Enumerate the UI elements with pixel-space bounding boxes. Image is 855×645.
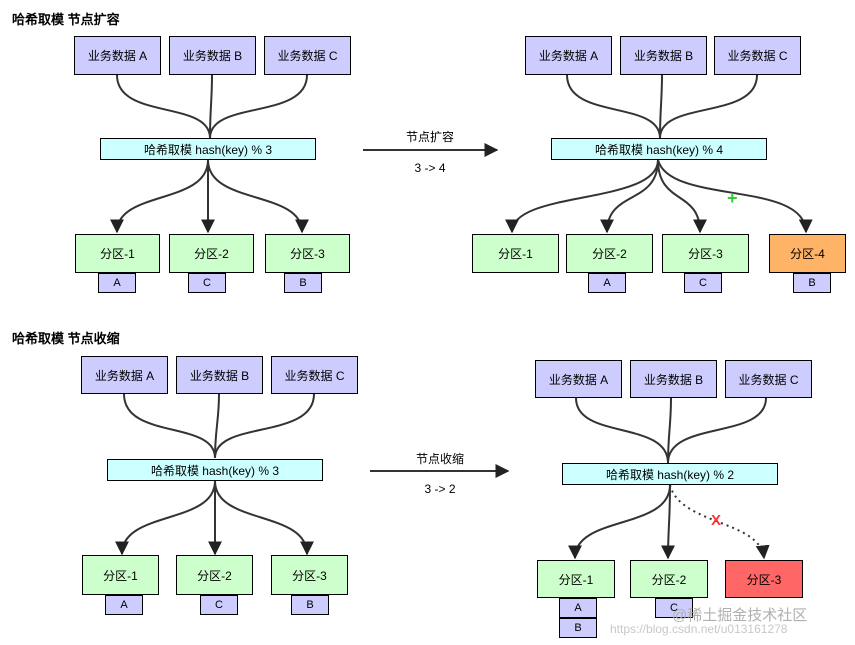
transition-count: 3 -> 2 — [424, 482, 456, 496]
connector — [505, 159, 659, 234]
section-title-expand: 哈希取模 节点扩容 — [12, 12, 120, 27]
hash-box: 哈希取模 hash(key) % 3 — [100, 138, 316, 160]
data-tag: C — [655, 598, 693, 618]
data-box-b: 业务数据 B — [169, 36, 256, 75]
connector — [669, 484, 770, 560]
connector — [207, 159, 309, 234]
partition-2: 分区-2 — [169, 234, 254, 273]
connector — [115, 480, 216, 556]
partition-1: 分区-1 — [472, 234, 559, 273]
added-plus-mark: + — [727, 188, 738, 208]
watermark-brand: @稀土掘金技术社区 — [672, 607, 808, 624]
data-box-c: 业务数据 C — [714, 36, 801, 75]
partition-3-removed: 分区-3 — [725, 560, 803, 598]
data-tag: A — [559, 598, 597, 618]
hash-box: 哈希取模 hash(key) % 3 — [107, 459, 323, 481]
data-tag: A — [98, 273, 136, 293]
data-box-b: 业务数据 B — [630, 360, 717, 398]
data-box-b: 业务数据 B — [176, 356, 263, 394]
removed-x-mark: X — [711, 512, 722, 529]
data-box-c: 业务数据 C — [271, 356, 358, 394]
data-tag: C — [200, 595, 238, 615]
connector — [116, 74, 211, 139]
connector — [123, 393, 216, 459]
connector — [214, 393, 220, 459]
watermark-url: https://blog.csdn.net/u013161278 — [610, 622, 788, 636]
connector — [209, 74, 213, 139]
data-box-b: 业务数据 B — [620, 36, 707, 75]
connector — [661, 484, 676, 560]
partition-2: 分区-2 — [630, 560, 708, 598]
connector — [657, 159, 813, 234]
data-tag: C — [188, 273, 226, 293]
hash-box: 哈希取模 hash(key) % 2 — [562, 463, 778, 485]
data-tag: B — [291, 595, 329, 615]
data-tag: A — [588, 273, 626, 293]
transition-label: 节点收缩 — [415, 452, 464, 466]
data-tag: B — [284, 273, 322, 293]
data-tag: B — [559, 618, 597, 638]
connector — [566, 74, 661, 139]
partition-1: 分区-1 — [75, 234, 160, 273]
connector — [657, 159, 707, 234]
connector — [568, 484, 671, 560]
data-box-c: 业务数据 C — [264, 36, 351, 75]
data-box-a: 业务数据 A — [74, 36, 161, 75]
connector — [209, 74, 308, 139]
connector — [110, 159, 209, 234]
data-tag: A — [105, 595, 143, 615]
transition-label: 节点扩容 — [405, 130, 454, 144]
data-box-c: 业务数据 C — [725, 360, 812, 398]
transition-count: 3 -> 4 — [414, 161, 446, 175]
connector — [659, 74, 663, 139]
data-tag: B — [793, 273, 831, 293]
data-box-a: 业务数据 A — [525, 36, 612, 75]
partition-3: 分区-3 — [271, 555, 348, 595]
connector — [667, 397, 767, 464]
partition-3: 分区-3 — [265, 234, 350, 273]
data-box-a: 业务数据 A — [535, 360, 622, 398]
connector — [659, 74, 758, 139]
data-tag: C — [684, 273, 722, 293]
connector — [214, 393, 315, 459]
hash-box: 哈希取模 hash(key) % 4 — [551, 138, 767, 160]
partition-1: 分区-1 — [537, 560, 615, 598]
partition-3: 分区-3 — [662, 234, 749, 273]
partition-4-added: 分区-4 — [769, 234, 846, 273]
connector — [214, 480, 314, 556]
data-box-a: 业务数据 A — [81, 356, 168, 394]
connector — [575, 397, 669, 464]
partition-2: 分区-2 — [176, 555, 253, 595]
section-title-shrink: 哈希取模 节点收缩 — [12, 331, 120, 346]
connector — [600, 159, 659, 234]
partition-2: 分区-2 — [566, 234, 653, 273]
partition-1: 分区-1 — [82, 555, 159, 595]
